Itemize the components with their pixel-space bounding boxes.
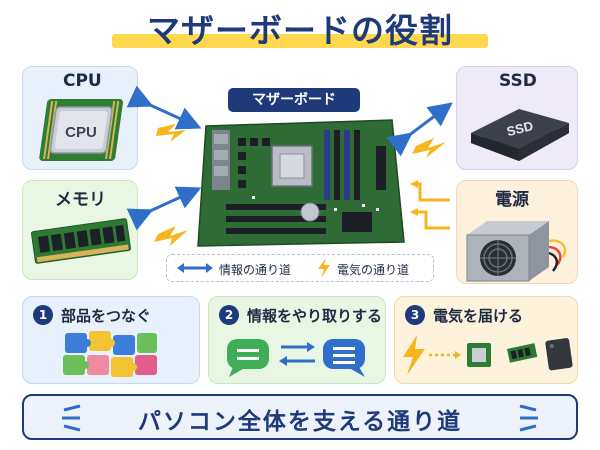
data-path-arrow-icon: [177, 263, 213, 273]
role-title: 部品をつなぐ: [61, 307, 152, 325]
memory-label: メモリ: [55, 190, 106, 210]
connection-lines: [126, 85, 453, 246]
banner-accent-left-icon: [62, 404, 81, 432]
title-highlight: [112, 34, 488, 48]
role-card-exchange: 2 情報をやり取りする: [208, 296, 386, 384]
memory-data-arrow: [126, 186, 202, 231]
legend: 情報の通り道 電気の通り道: [166, 254, 434, 282]
motherboard-label: マザーボード: [228, 88, 360, 112]
puzzle-pieces-icon: [63, 331, 157, 377]
ssd-lightning-icon: [412, 138, 446, 158]
power-line-1: [414, 182, 450, 202]
cpu-lightning-icon: [156, 124, 186, 142]
role-card-power: 3 電気を届ける: [394, 296, 578, 384]
ssd-data-arrow: [386, 102, 453, 157]
power-path-lightning-icon: [318, 258, 330, 278]
role-number: 1: [33, 305, 53, 325]
memory-panel: メモリ: [22, 180, 138, 280]
cpu-chip-icon: CPU: [39, 99, 123, 161]
role-title: 情報をやり取りする: [247, 307, 383, 325]
ssd-panel: SSD SSD: [456, 66, 578, 170]
ssd-drive-icon: SSD: [471, 109, 569, 161]
motherboard-icon: [197, 119, 405, 247]
cpu-label: CPU: [63, 71, 102, 91]
cpu-panel: CPU CPU: [22, 66, 138, 170]
power-delivery-icon: [403, 335, 573, 375]
role-card-connect: 1 部品をつなぐ: [22, 296, 200, 384]
ssd-label: SSD: [499, 71, 537, 91]
role-number: 3: [405, 305, 425, 325]
title-area: マザーボードの役割: [0, 4, 600, 56]
ssd-drive-text: SSD: [505, 118, 535, 139]
summary-text: パソコン全体を支える通り道: [137, 409, 463, 435]
legend-power-path: 電気の通り道: [337, 263, 410, 277]
banner-accent-right-icon: [519, 404, 538, 432]
power-line-2: [414, 210, 450, 230]
power-label: 電源: [495, 190, 529, 210]
legend-data-path: 情報の通り道: [219, 263, 292, 277]
cpu-chip-text: CPU: [65, 124, 97, 141]
power-panel: 電源: [456, 180, 578, 284]
cpu-data-arrow: [126, 85, 202, 130]
page-title: マザーボードの役割: [147, 11, 453, 50]
message-exchange-icon: [227, 339, 365, 377]
memory-module-icon: [30, 218, 132, 264]
role-title: 電気を届ける: [433, 307, 524, 325]
power-supply-icon: [466, 221, 567, 282]
summary-banner: パソコン全体を支える通り道: [22, 394, 578, 440]
role-number: 2: [219, 305, 239, 325]
memory-lightning-icon: [154, 226, 188, 246]
